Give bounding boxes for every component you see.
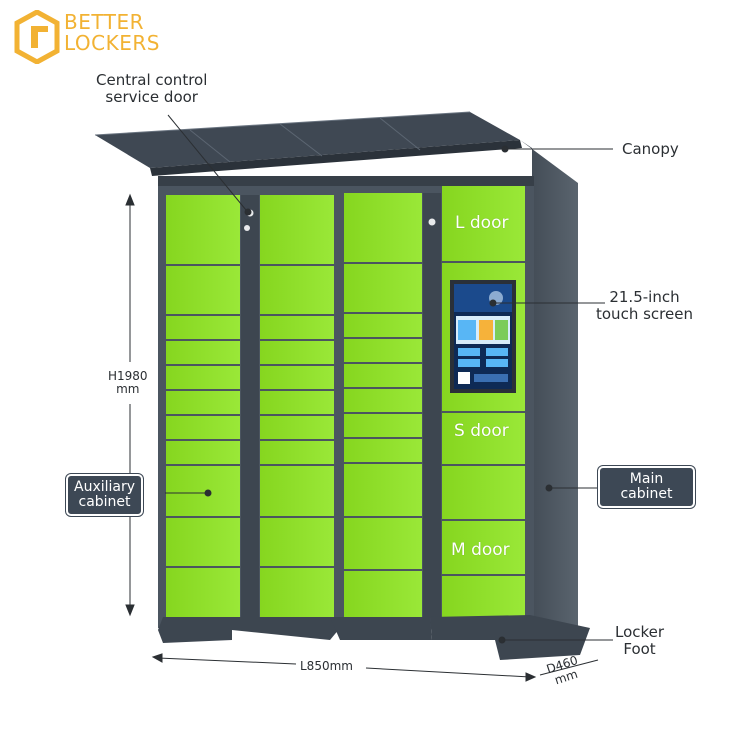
main-cabinet-line-1: Main [629,471,664,487]
brand-name: BETTER LOCKERS [64,12,160,54]
main-cabinet-line-2: cabinet [620,486,673,502]
height-dimension-label: H1980 mm [108,370,148,396]
s-door-label: S door [454,421,509,441]
central-control-strip-left [241,195,259,617]
length-dimension-line [151,653,537,682]
height-value: H1980 [108,369,148,383]
auxiliary-column-1 [166,195,240,617]
height-unit: mm [116,382,140,396]
callout-leaders [165,114,613,644]
canopy-label: Canopy [622,140,679,158]
central-control-line-2: service door [105,88,198,106]
auxiliary-column-2 [260,195,334,617]
locker-foot-line-2: Foot [623,640,656,658]
locker-foot [158,615,590,660]
auxiliary-cabinet-label: Auxiliary cabinet [66,474,144,516]
central-control-line-1: Central control [96,71,208,89]
height-dimension-line [125,193,135,617]
central-control-label: Central control service door [96,72,207,106]
better-lockers-logo-icon [14,10,60,64]
canopy [94,111,522,176]
touch-screen-line-1: 21.5-inch [609,288,680,306]
locker-foot-label: Locker Foot [615,624,664,658]
auxiliary-column-3 [344,193,422,617]
main-cabinet-label: Main cabinet [598,466,695,508]
length-dimension-label: L850mm [300,659,353,673]
depth-dimension-line [539,659,599,676]
brand-line-2: LOCKERS [64,31,160,55]
auxiliary-cabinet-line-1: Auxiliary [74,479,136,495]
locker-foot-line-1: Locker [615,623,665,641]
central-control-strip-right [423,193,441,617]
m-door-label: M door [451,540,510,560]
brand-line-1: BETTER [64,10,144,34]
main-cabinet-side [520,140,578,640]
touch-screen-label: 21.5-inch touch screen [596,289,693,323]
touch-screen-line-2: touch screen [596,305,693,323]
lock-icon [244,225,250,231]
touch-screen [450,280,516,393]
auxiliary-cabinet-line-2: cabinet [78,494,131,510]
main-cabinet-column [442,186,525,617]
lock-icon [428,218,436,226]
l-door-label: L door [455,213,509,233]
